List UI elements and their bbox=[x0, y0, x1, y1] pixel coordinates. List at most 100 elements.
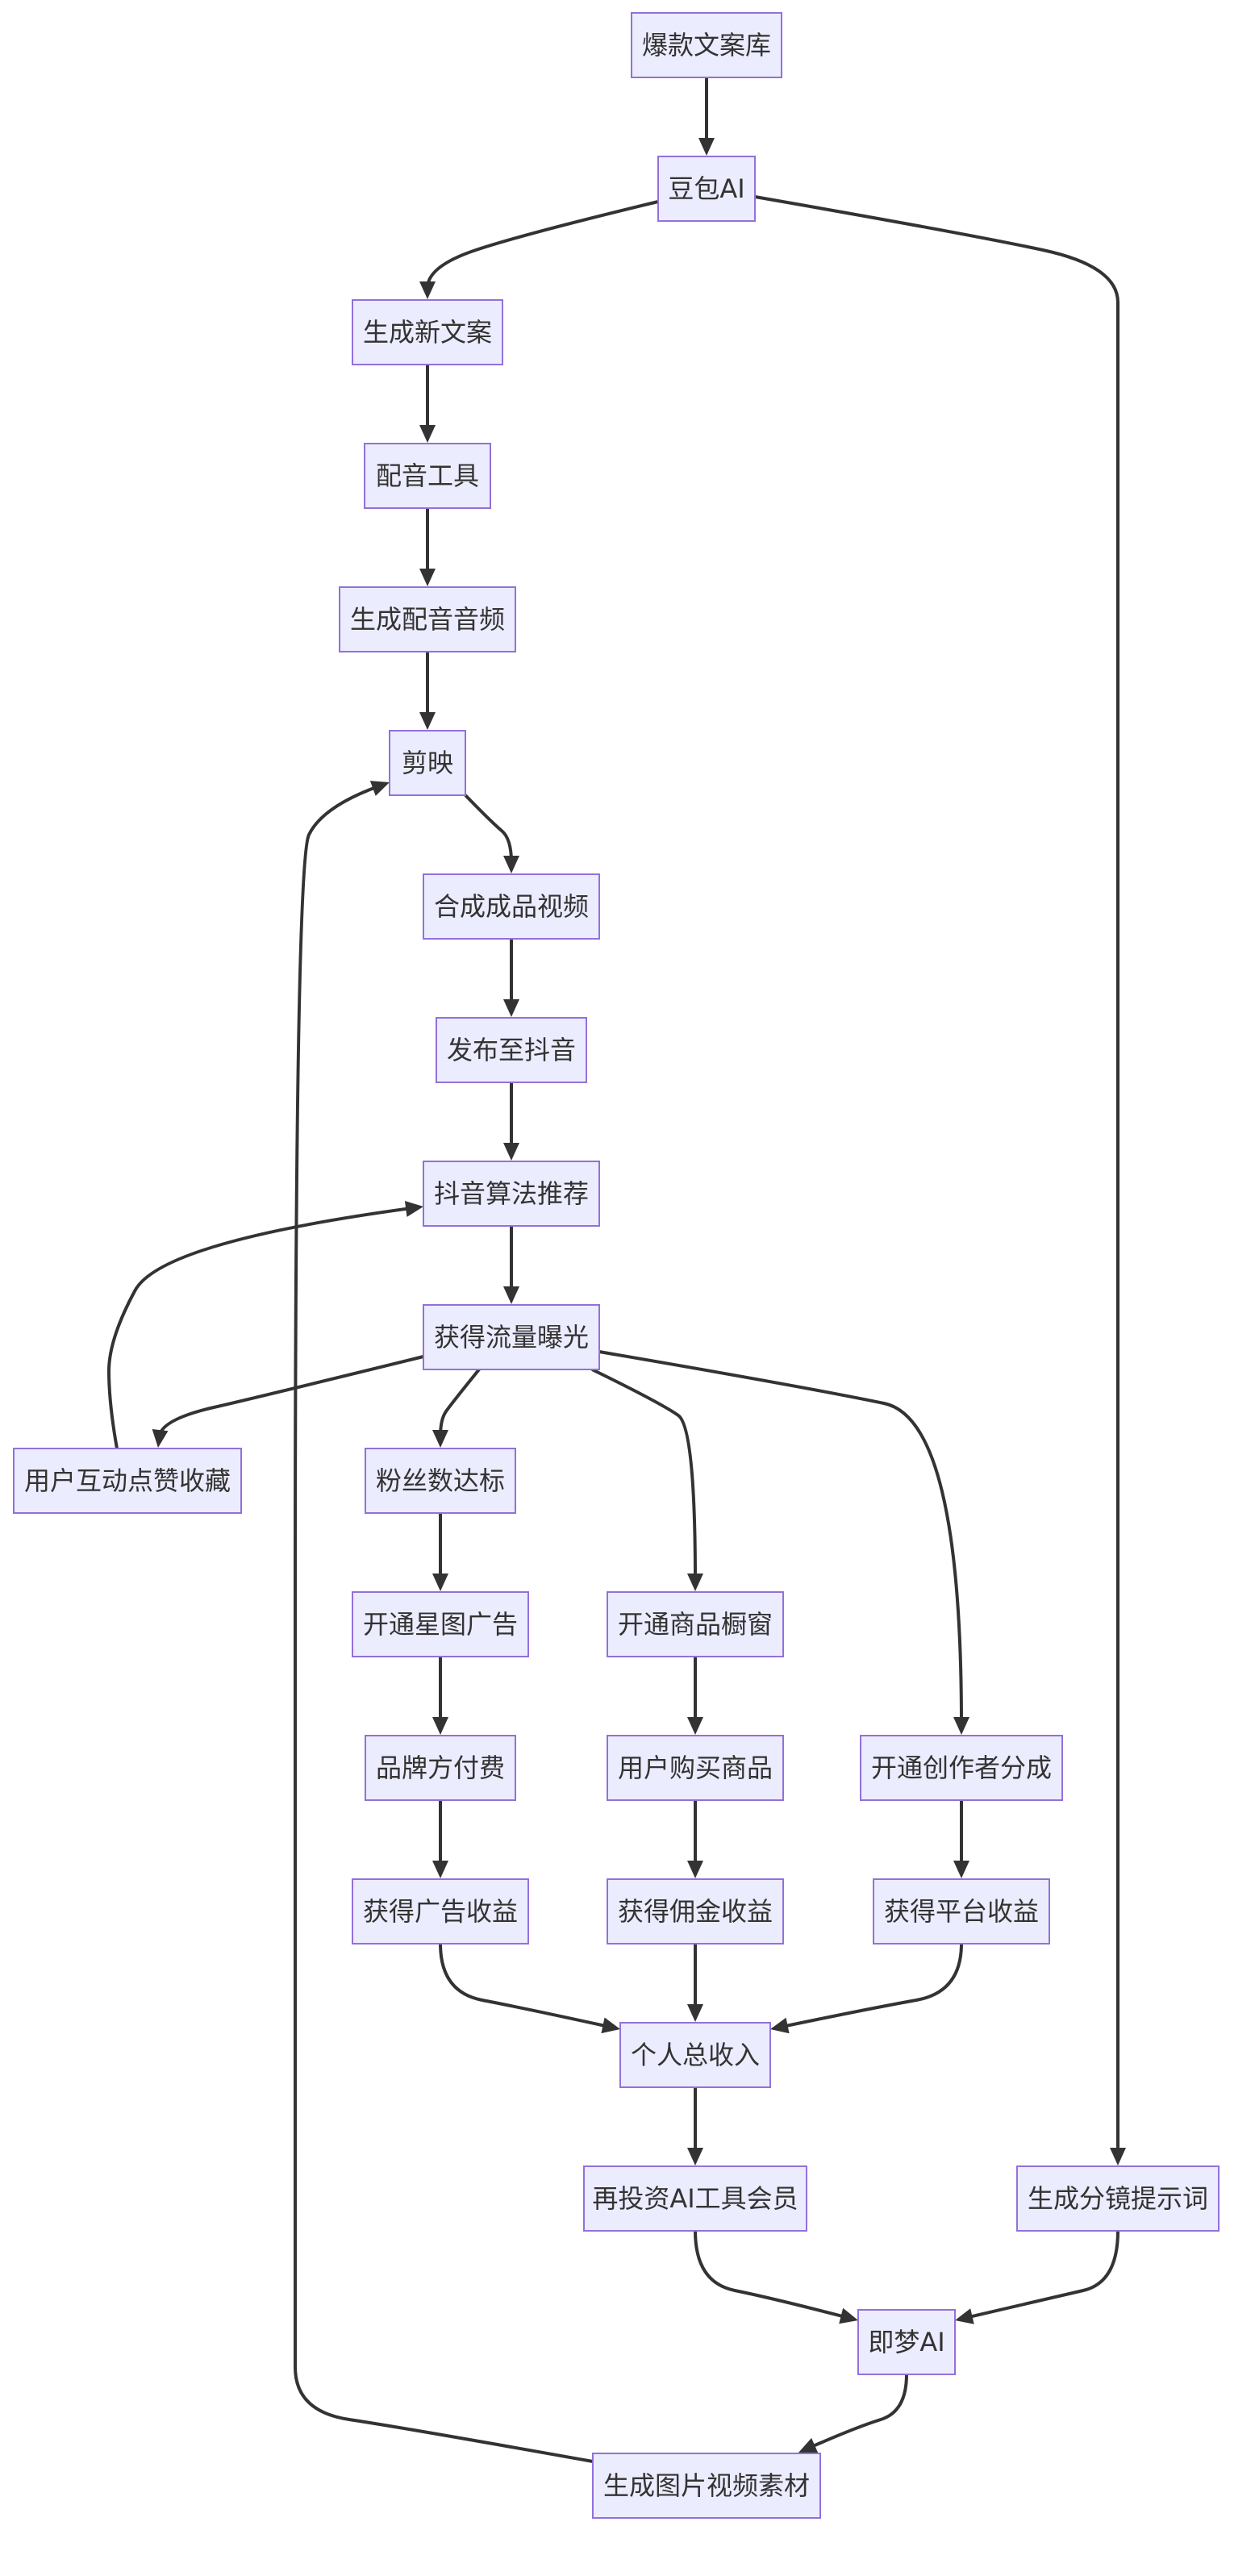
node-label: 生成新文案 bbox=[363, 317, 492, 348]
flow-node-n17: 开通创作者分成 bbox=[860, 1735, 1063, 1801]
edge-n16-n19 bbox=[687, 1800, 703, 1878]
node-label: 即梦AI bbox=[868, 2327, 944, 2357]
edge-line bbox=[807, 2374, 908, 2450]
node-label: 开通创作者分成 bbox=[871, 1753, 1052, 1783]
arrow-head-icon bbox=[419, 712, 436, 730]
flow-node-n22: 再投资AI工具会员 bbox=[583, 2165, 807, 2232]
node-label: 豆包AI bbox=[668, 173, 744, 204]
flow-node-n4: 配音工具 bbox=[364, 443, 491, 509]
node-box bbox=[423, 1161, 600, 1227]
node-label: 合成成品视频 bbox=[434, 891, 589, 922]
arrow-head-icon bbox=[953, 1861, 969, 1878]
edge-line bbox=[591, 1368, 697, 1581]
node-box bbox=[352, 1878, 529, 1945]
edge-n23-n24 bbox=[955, 2230, 1119, 2324]
arrow-head-icon bbox=[369, 781, 390, 796]
edge-n2-n3 bbox=[419, 200, 659, 299]
edge-n1-n2 bbox=[698, 77, 715, 156]
node-label: 再投资AI工具会员 bbox=[592, 2183, 798, 2214]
node-label: 生成配音音频 bbox=[350, 604, 505, 635]
edge-n17-n20 bbox=[953, 1800, 969, 1878]
edge-n11-n9 bbox=[106, 1201, 423, 1449]
node-box bbox=[13, 1448, 242, 1514]
node-box bbox=[657, 156, 756, 222]
edge-n10-n14 bbox=[591, 1368, 703, 1591]
arrow-head-icon bbox=[839, 2307, 858, 2324]
edge-n5-n6 bbox=[419, 652, 436, 730]
edge-n6-n7 bbox=[464, 794, 519, 873]
arrow-head-icon bbox=[419, 281, 436, 299]
edge-line bbox=[598, 1350, 963, 1724]
edge-n20-n21 bbox=[770, 1943, 963, 2034]
node-box bbox=[873, 1878, 1050, 1945]
edge-line bbox=[157, 1355, 424, 1437]
edge-n22-n24 bbox=[694, 2230, 858, 2324]
flow-node-n7: 合成成品视频 bbox=[423, 873, 600, 940]
node-box bbox=[607, 1735, 784, 1801]
arrow-head-icon bbox=[432, 1717, 448, 1735]
edge-n14-n16 bbox=[687, 1657, 703, 1735]
edge-n12-n13 bbox=[432, 1513, 448, 1591]
flow-node-n9: 抖音算法推荐 bbox=[423, 1161, 600, 1227]
arrow-head-icon bbox=[687, 2148, 703, 2165]
edge-n10-n12 bbox=[432, 1368, 481, 1448]
node-box bbox=[436, 1017, 587, 1083]
edge-n4-n5 bbox=[419, 508, 436, 586]
flow-node-n1: 爆款文案库 bbox=[631, 12, 782, 78]
edge-line bbox=[439, 1368, 481, 1437]
node-label: 品牌方付费 bbox=[376, 1753, 505, 1783]
arrow-head-icon bbox=[432, 1430, 448, 1448]
flow-node-n5: 生成配音音频 bbox=[339, 586, 516, 652]
node-box bbox=[423, 873, 600, 940]
node-label: 个人总收入 bbox=[631, 2040, 760, 2070]
arrow-head-icon bbox=[687, 2004, 703, 2022]
node-box bbox=[857, 2309, 956, 2375]
arrow-head-icon bbox=[404, 1201, 423, 1217]
arrow-head-icon bbox=[152, 1429, 169, 1448]
flow-node-n21: 个人总收入 bbox=[619, 2022, 771, 2088]
edge-n19-n21 bbox=[687, 1944, 703, 2022]
node-label: 生成图片视频素材 bbox=[603, 2470, 810, 2501]
edge-line bbox=[754, 195, 1120, 2154]
node-label: 爆款文案库 bbox=[642, 30, 771, 60]
node-label: 获得佣金收益 bbox=[618, 1896, 773, 1927]
edge-n3-n4 bbox=[419, 365, 436, 443]
arrow-head-icon bbox=[687, 1861, 703, 1878]
node-box bbox=[619, 2022, 771, 2088]
edge-n10-n17 bbox=[598, 1350, 969, 1735]
edge-line bbox=[965, 2230, 1119, 2320]
node-label: 抖音算法推荐 bbox=[434, 1178, 589, 1209]
node-label: 开通商品橱窗 bbox=[618, 1609, 773, 1640]
arrow-head-icon bbox=[953, 1717, 969, 1735]
edges-layer bbox=[106, 77, 1126, 2463]
flow-node-n16: 用户购买商品 bbox=[607, 1735, 784, 1801]
arrow-head-icon bbox=[687, 1717, 703, 1735]
node-label: 获得平台收益 bbox=[884, 1896, 1039, 1927]
flow-node-n10: 获得流量曝光 bbox=[423, 1304, 600, 1370]
flow-node-n12: 粉丝数达标 bbox=[365, 1448, 516, 1514]
node-label: 获得流量曝光 bbox=[434, 1322, 589, 1353]
arrow-head-icon bbox=[432, 1574, 448, 1591]
node-label: 开通星图广告 bbox=[363, 1609, 518, 1640]
flow-node-n20: 获得平台收益 bbox=[873, 1878, 1050, 1945]
arrow-head-icon bbox=[770, 2017, 790, 2034]
node-label: 生成分镜提示词 bbox=[1028, 2183, 1208, 2214]
node-box bbox=[860, 1735, 1063, 1801]
node-label: 用户购买商品 bbox=[618, 1753, 773, 1783]
node-label: 粉丝数达标 bbox=[376, 1465, 505, 1496]
flow-node-n15: 品牌方付费 bbox=[365, 1735, 516, 1801]
node-label: 发布至抖音 bbox=[447, 1035, 576, 1065]
edge-n10-n11 bbox=[152, 1355, 424, 1448]
edge-n8-n9 bbox=[503, 1082, 519, 1161]
arrow-head-icon bbox=[503, 999, 519, 1017]
arrow-head-icon bbox=[432, 1861, 448, 1878]
flow-node-n6: 剪映 bbox=[389, 730, 466, 796]
edge-n2-n23 bbox=[754, 195, 1126, 2165]
arrow-head-icon bbox=[419, 569, 436, 586]
edge-line bbox=[426, 200, 659, 289]
node-box bbox=[365, 1735, 516, 1801]
node-box bbox=[631, 12, 782, 78]
flow-node-n18: 获得广告收益 bbox=[352, 1878, 529, 1945]
